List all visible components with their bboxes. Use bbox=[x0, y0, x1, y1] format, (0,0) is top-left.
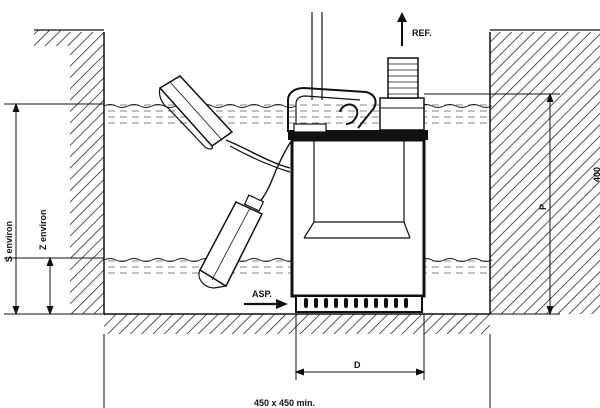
pump-icon bbox=[287, 57, 428, 313]
sump-walls bbox=[34, 29, 600, 334]
lower-float-switch-icon bbox=[198, 194, 265, 289]
p-label: P bbox=[538, 204, 548, 210]
sump-size-label: 450 x 450 min. bbox=[254, 398, 315, 408]
ref-label: REF. bbox=[412, 28, 432, 38]
bottom-dimension-lines bbox=[103, 314, 491, 408]
sump-floor bbox=[104, 314, 490, 334]
water-level-high bbox=[103, 104, 493, 126]
left-dimension-lines bbox=[4, 102, 104, 316]
left-wall bbox=[70, 32, 104, 314]
z-environ-label: Z environ bbox=[38, 209, 48, 250]
height-label: 400 bbox=[592, 167, 600, 182]
cable bbox=[311, 12, 323, 100]
asp-arrow-icon bbox=[244, 299, 288, 309]
s-environ-label: S environ bbox=[4, 221, 14, 262]
asp-label: ASP. bbox=[252, 289, 272, 299]
right-wall bbox=[490, 32, 600, 314]
right-dimension-lines bbox=[424, 92, 560, 316]
ref-arrow-icon bbox=[397, 12, 407, 46]
upper-float-switch-icon bbox=[158, 75, 234, 150]
float-cable bbox=[225, 129, 301, 207]
d-label: D bbox=[354, 360, 361, 370]
